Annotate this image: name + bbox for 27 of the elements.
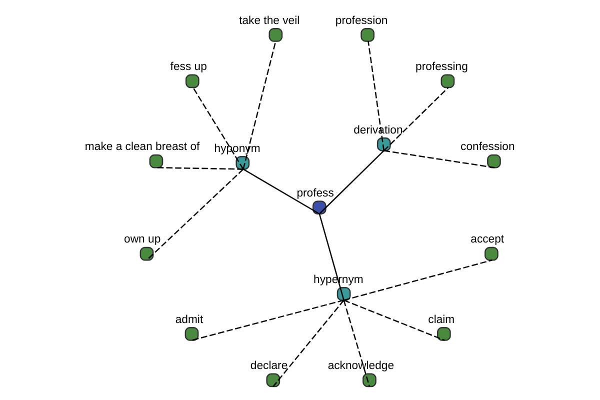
connector — [191, 300, 344, 341]
node-label: admit — [174, 314, 203, 326]
connector — [242, 168, 320, 214]
node-label: claim — [428, 314, 454, 326]
connector — [342, 300, 370, 387]
connector — [192, 87, 244, 170]
node-label: confession — [460, 141, 514, 154]
node-label: accept — [470, 234, 504, 246]
connector — [382, 87, 448, 152]
node-label: take the veil — [238, 14, 300, 27]
connector — [242, 41, 276, 170]
connector — [367, 41, 384, 151]
node-label: acknowledge — [327, 360, 394, 372]
connector — [383, 150, 494, 168]
node-label: professing — [415, 61, 468, 74]
node-label: declare — [250, 360, 288, 372]
node-label: make a clean breast of — [84, 141, 200, 154]
connector — [343, 300, 444, 341]
connector — [272, 300, 344, 387]
node-label: profess — [296, 187, 334, 200]
connector — [146, 168, 244, 261]
node-label: fess up — [170, 61, 206, 74]
connector — [156, 166, 243, 170]
node-label: own up — [124, 234, 160, 246]
connector — [318, 150, 384, 214]
node-label: profession — [334, 14, 388, 27]
connector — [343, 260, 492, 301]
